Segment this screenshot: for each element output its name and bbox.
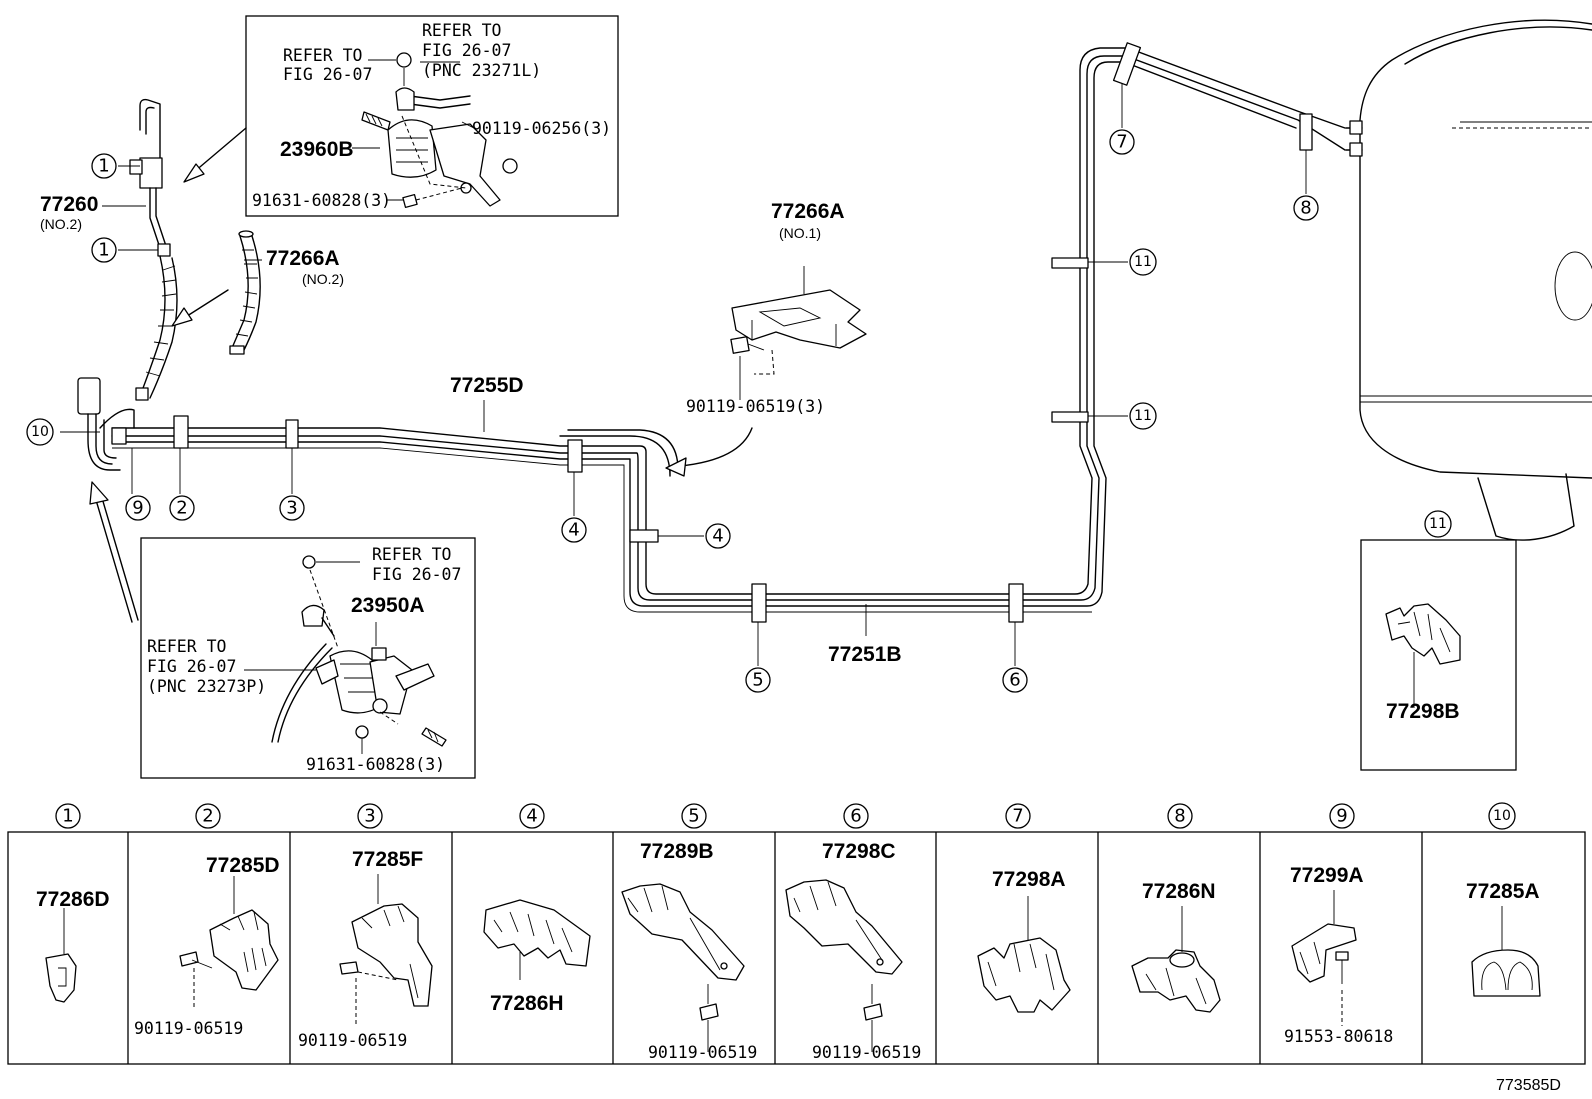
- label-77260-sub: (NO.2): [40, 216, 82, 232]
- table-part-3: 77285F: [352, 848, 423, 871]
- label-77251b: 77251B: [828, 643, 902, 666]
- table-callout-5: 5: [681, 803, 707, 829]
- inset-top-refer-right-1: REFER TO: [422, 21, 501, 40]
- table-callout-2: 2: [195, 803, 221, 829]
- svg-text:8: 8: [1300, 198, 1311, 219]
- table-part-7: 77298A: [992, 868, 1066, 891]
- svg-text:2: 2: [176, 498, 187, 519]
- callout-7: 7: [1109, 129, 1135, 155]
- svg-text:1: 1: [98, 156, 109, 177]
- label-77266a-hose: 77266A: [266, 247, 340, 270]
- label-77266a-bracket: 77266A: [771, 200, 845, 223]
- callout-8: 8: [1293, 195, 1319, 221]
- table-part-5: 77289B: [640, 840, 714, 863]
- callout-5: 5: [745, 667, 771, 693]
- inset-bottom-refer-top-2: FIG 26-07: [372, 565, 461, 584]
- table-bolt-6: 90119-06519: [812, 1043, 921, 1062]
- inset-bottom-refer-left-3: (PNC 23273P): [147, 677, 266, 696]
- svg-text:3: 3: [286, 498, 297, 519]
- parts-table: [7, 831, 1586, 1065]
- inset-bottom-refer-left-1: REFER TO: [147, 637, 226, 656]
- svg-text:6: 6: [1009, 670, 1020, 691]
- svg-text:11: 11: [1134, 254, 1152, 270]
- callout-10: 10: [26, 418, 54, 446]
- inset-top-refer-left-1: REFER TO: [283, 46, 362, 65]
- table-part-6: 77298C: [822, 840, 896, 863]
- table-part-9: 77299A: [1290, 864, 1364, 887]
- svg-text:1: 1: [98, 240, 109, 261]
- callout-11a: 11: [1129, 248, 1157, 276]
- label-77255d: 77255D: [450, 374, 524, 397]
- table-part-1: 77286D: [36, 888, 110, 911]
- svg-text:5: 5: [752, 670, 763, 691]
- svg-text:4: 4: [526, 806, 537, 827]
- inset-bottom-box: [140, 537, 476, 779]
- svg-text:9: 9: [132, 498, 143, 519]
- table-part-10: 77285A: [1466, 880, 1540, 903]
- svg-text:1: 1: [62, 806, 73, 827]
- table-bolt-2: 90119-06519: [134, 1019, 243, 1038]
- table-bolt-9: 91553-80618: [1284, 1027, 1393, 1046]
- label-77266a-hose-sub: (NO.2): [302, 271, 344, 287]
- svg-text:4: 4: [568, 520, 579, 541]
- table-part-4: 77286H: [490, 992, 564, 1015]
- svg-text:6: 6: [850, 806, 861, 827]
- table-part-2: 77285D: [206, 854, 280, 877]
- table-part-8: 77286N: [1142, 880, 1216, 903]
- inset-bottom-part: 23950A: [351, 594, 425, 617]
- callout-3: 3: [279, 495, 305, 521]
- inset-top-refer-left-2: FIG 26-07: [283, 65, 372, 84]
- table-callout-9: 9: [1329, 803, 1355, 829]
- svg-text:4: 4: [712, 526, 723, 547]
- callout-11-inset: 11: [1424, 510, 1452, 538]
- inset-top-box: [245, 15, 619, 217]
- svg-text:2: 2: [202, 806, 213, 827]
- svg-text:11: 11: [1429, 516, 1447, 532]
- svg-text:7: 7: [1116, 132, 1127, 153]
- svg-text:11: 11: [1134, 408, 1152, 424]
- tube-assembly: [77, 42, 1346, 623]
- table-callout-3: 3: [357, 803, 383, 829]
- inset-top-bolt-bottom: 91631-60828(3): [252, 191, 391, 210]
- svg-text:7: 7: [1012, 806, 1023, 827]
- table-callout-1: 1: [55, 803, 81, 829]
- svg-text:10: 10: [1493, 808, 1511, 824]
- callout-6: 6: [1002, 667, 1028, 693]
- callout-2: 2: [169, 495, 195, 521]
- inset-bottom-bolt: 91631-60828(3): [306, 755, 445, 774]
- svg-text:8: 8: [1174, 806, 1185, 827]
- inset-top-bolt-right: 90119-06256(3): [472, 119, 611, 138]
- figure-id: 773585D: [1496, 1077, 1561, 1094]
- svg-text:9: 9: [1336, 806, 1347, 827]
- callout-4b: 4: [705, 523, 731, 549]
- inset-11-part: 77298B: [1386, 700, 1460, 723]
- callout-11b: 11: [1129, 402, 1157, 430]
- svg-text:10: 10: [31, 424, 49, 440]
- leader-lines: [60, 84, 1307, 666]
- label-77266a-bracket-sub: (NO.1): [779, 225, 821, 241]
- inset-11-box: [1360, 539, 1517, 771]
- label-77260: 77260: [40, 193, 98, 216]
- callout-9: 9: [125, 495, 151, 521]
- table-bolt-3: 90119-06519: [298, 1031, 407, 1050]
- svg-text:3: 3: [364, 806, 375, 827]
- table-bolt-5: 90119-06519: [648, 1043, 757, 1062]
- callout-1a: 1: [91, 153, 117, 179]
- table-callout-6: 6: [843, 803, 869, 829]
- fuel-tank: [1345, 19, 1592, 541]
- table-callout-8: 8: [1167, 803, 1193, 829]
- label-bolt-center: 90119-06519(3): [686, 397, 825, 416]
- table-callout-4: 4: [519, 803, 545, 829]
- table-callout-10: 10: [1488, 802, 1516, 830]
- inset-bottom-refer-top-1: REFER TO: [372, 545, 451, 564]
- inset-bottom-refer-left-2: FIG 26-07: [147, 657, 236, 676]
- inset-top-part: 23960B: [280, 138, 354, 161]
- inset-top-refer-right-2: FIG 26-07: [422, 41, 511, 60]
- svg-text:5: 5: [688, 806, 699, 827]
- inset-top-refer-right-3: (PNC 23271L): [422, 61, 541, 80]
- table-callout-7: 7: [1005, 803, 1031, 829]
- callout-4a: 4: [561, 517, 587, 543]
- callout-1b: 1: [91, 237, 117, 263]
